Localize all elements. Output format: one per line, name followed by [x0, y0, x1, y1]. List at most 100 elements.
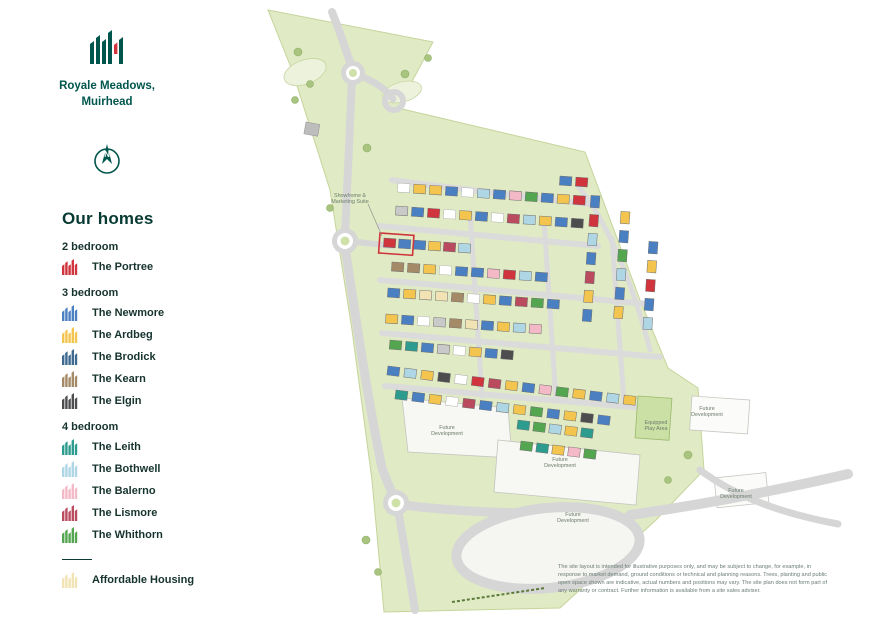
legend-item-balerno[interactable]: The Balerno: [62, 483, 250, 500]
plot-newmore[interactable]: [386, 365, 401, 377]
plot-newmore[interactable]: [470, 267, 485, 278]
plot-ardbeg[interactable]: [622, 394, 637, 406]
plot-newmore[interactable]: [474, 211, 489, 222]
plot-newmore[interactable]: [534, 271, 548, 283]
legend-item-leith[interactable]: The Leith: [62, 439, 250, 456]
plot-ardbeg[interactable]: [482, 294, 497, 305]
legend-item-brodick[interactable]: The Brodick: [62, 349, 250, 366]
plot-bothwell[interactable]: [522, 214, 536, 226]
plot-newmore[interactable]: [546, 298, 560, 310]
plot-kearn[interactable]: [407, 262, 421, 274]
plot-newmore[interactable]: [589, 390, 603, 402]
plot-portree[interactable]: [502, 269, 516, 280]
plot-ardbeg[interactable]: [613, 305, 624, 320]
plot-lismore[interactable]: [462, 398, 476, 409]
plot-whithorn[interactable]: [532, 421, 547, 433]
plot-white[interactable]: [397, 182, 411, 194]
plot-white[interactable]: [442, 209, 457, 220]
plot-whithorn[interactable]: [529, 406, 544, 418]
plot-ardbeg[interactable]: [428, 393, 442, 405]
plot-gray[interactable]: [395, 205, 409, 217]
plot-bothwell[interactable]: [476, 188, 491, 199]
plot-affordable[interactable]: [434, 291, 449, 302]
plot-lismore[interactable]: [506, 213, 520, 224]
plot-ardbeg[interactable]: [551, 444, 565, 456]
plot-white[interactable]: [417, 315, 431, 327]
plot-elgin[interactable]: [437, 371, 451, 383]
legend-item-kearn[interactable]: The Kearn: [62, 371, 250, 388]
plot-newmore[interactable]: [492, 189, 507, 200]
plot-elgin[interactable]: [570, 218, 584, 229]
plot-ardbeg[interactable]: [619, 211, 631, 225]
plot-lismore[interactable]: [514, 296, 528, 308]
plot-ardbeg[interactable]: [556, 193, 570, 205]
plot-ardbeg[interactable]: [413, 183, 427, 195]
legend-item-whithorn[interactable]: The Whithorn: [62, 527, 250, 544]
plot-ardbeg[interactable]: [538, 215, 552, 227]
plot-ardbeg[interactable]: [563, 410, 577, 422]
plot-bothwell[interactable]: [615, 267, 627, 282]
plot-newmore[interactable]: [444, 186, 459, 197]
plot-kearn[interactable]: [448, 318, 463, 329]
plot-newmore[interactable]: [420, 342, 435, 354]
plot-leith[interactable]: [394, 389, 409, 401]
legend-item-newmore[interactable]: The Newmore: [62, 305, 250, 322]
plot-white[interactable]: [460, 187, 475, 198]
plot-bothwell[interactable]: [642, 316, 653, 331]
plot-whithorn[interactable]: [530, 297, 544, 309]
legend-item-lismore[interactable]: The Lismore: [62, 505, 250, 522]
plot-bothwell[interactable]: [518, 270, 532, 282]
plot-bothwell[interactable]: [495, 402, 510, 414]
plot-whithorn[interactable]: [524, 191, 538, 203]
plot-bothwell[interactable]: [548, 423, 562, 435]
plot-whithorn[interactable]: [583, 448, 597, 460]
plot-ardbeg[interactable]: [458, 210, 473, 221]
plot-newmore[interactable]: [411, 391, 426, 403]
plot-ardbeg[interactable]: [646, 260, 657, 274]
plot-portree[interactable]: [575, 176, 589, 188]
plot-leith[interactable]: [580, 427, 594, 439]
plot-elgin[interactable]: [580, 412, 594, 424]
plot-newmore[interactable]: [398, 238, 412, 250]
plot-bothwell[interactable]: [587, 233, 598, 247]
plot-newmore[interactable]: [597, 414, 611, 426]
plot-portree[interactable]: [470, 376, 485, 388]
plot-ardbeg[interactable]: [496, 321, 510, 332]
plot-balerno[interactable]: [508, 190, 522, 201]
plot-newmore[interactable]: [401, 314, 415, 326]
plot-white[interactable]: [445, 395, 459, 407]
plot-bothwell[interactable]: [457, 242, 472, 254]
plot-newmore[interactable]: [411, 206, 425, 218]
plot-newmore[interactable]: [647, 241, 659, 255]
plot-newmore[interactable]: [484, 348, 498, 359]
plot-gray[interactable]: [436, 343, 451, 355]
legend-item-affordable[interactable]: Affordable Housing: [62, 572, 250, 589]
plot-newmore[interactable]: [559, 175, 573, 187]
plot-elgin[interactable]: [500, 349, 514, 361]
plot-affordable[interactable]: [419, 289, 433, 301]
plot-newmore[interactable]: [546, 408, 561, 420]
showhome-outline[interactable]: [377, 232, 415, 257]
plot-newmore[interactable]: [498, 295, 512, 306]
plot-gray[interactable]: [432, 317, 447, 328]
plot-white[interactable]: [466, 293, 481, 304]
plot-balerno[interactable]: [528, 323, 542, 335]
plot-ardbeg[interactable]: [403, 288, 417, 300]
plot-ardbeg[interactable]: [420, 369, 434, 381]
plot-newmore[interactable]: [521, 382, 536, 394]
plot-ardbeg[interactable]: [423, 263, 437, 275]
plot-newmore[interactable]: [643, 297, 655, 312]
legend-item-elgin[interactable]: The Elgin: [62, 393, 250, 410]
plot-leith[interactable]: [535, 442, 550, 454]
plot-balerno[interactable]: [486, 268, 501, 279]
plot-ardbeg[interactable]: [468, 346, 482, 358]
plot-leith[interactable]: [404, 341, 419, 352]
plot-portree[interactable]: [588, 214, 599, 228]
plot-leith[interactable]: [516, 419, 531, 431]
plot-white[interactable]: [438, 265, 453, 276]
plot-whithorn[interactable]: [519, 440, 534, 452]
legend-item-ardbeg[interactable]: The Ardbeg: [62, 327, 250, 344]
plot-newmore[interactable]: [540, 192, 554, 204]
plot-newmore[interactable]: [454, 266, 469, 277]
plot-lismore[interactable]: [584, 270, 595, 285]
